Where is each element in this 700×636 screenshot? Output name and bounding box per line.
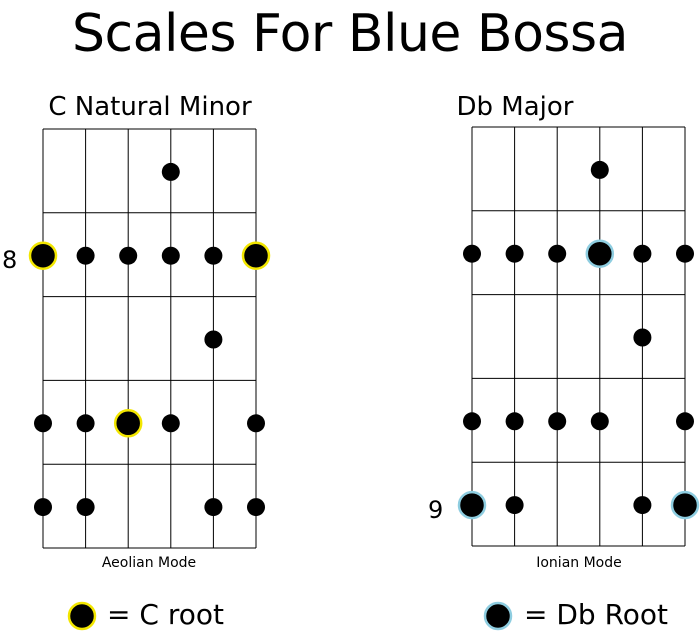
scale-note-dot	[590, 412, 609, 431]
scale-note-dot	[161, 162, 180, 181]
scale-note-dot	[505, 412, 524, 431]
scale-note-dot	[548, 412, 567, 431]
scale-note-dot	[119, 246, 138, 265]
scale-note-dot	[633, 244, 652, 263]
scale-note-dot	[161, 246, 180, 265]
scale-note-dot	[463, 412, 481, 431]
root-note-dot	[457, 490, 487, 520]
legend-c-root-label: = C root	[107, 598, 224, 631]
legend-root-marker	[67, 601, 97, 631]
scale-note-dot	[463, 244, 481, 263]
root-note-dot	[585, 239, 615, 268]
mode-label-aeolian: Aeolian Mode	[101, 555, 197, 571]
legend-db-root-label: = Db Root	[524, 598, 669, 631]
scale-note-dot	[204, 330, 223, 349]
fretboard-db-major	[457, 126, 700, 547]
fretboard-c-natural-minor	[28, 128, 271, 549]
root-note-dot	[670, 490, 700, 520]
fret-number-db-major: 9	[428, 496, 444, 524]
scale-note-dot	[76, 498, 95, 517]
root-note-dot	[28, 241, 58, 270]
legend-root-marker	[483, 601, 513, 631]
scale-note-dot	[676, 244, 694, 263]
scale-note-dot	[247, 498, 265, 517]
scale-note-dot	[676, 412, 694, 431]
scale-note-dot	[633, 496, 652, 515]
mode-label-ionian: Ionian Mode	[536, 555, 622, 571]
scale-note-dot	[34, 498, 52, 517]
scale-note-dot	[76, 414, 95, 433]
scale-note-dot	[247, 414, 265, 433]
scale-note-dot	[204, 246, 223, 265]
scale-note-dot	[161, 414, 180, 433]
scale-note-dot	[34, 414, 52, 433]
scale-note-dot	[505, 496, 524, 515]
root-note-dot	[113, 409, 143, 438]
scale-note-dot	[76, 246, 95, 265]
scale-note-dot	[505, 244, 524, 263]
diagram-title-db-major: Db Major	[456, 92, 574, 122]
diagram-title-c-natural-minor: C Natural Minor	[48, 92, 252, 122]
scale-note-dot	[633, 328, 652, 347]
scale-note-dot	[590, 160, 609, 179]
scale-note-dot	[204, 498, 223, 517]
root-note-dot	[241, 241, 271, 270]
page-title: Scales For Blue Bossa	[72, 4, 628, 64]
fret-number-c-natural-minor: 8	[2, 246, 18, 274]
legend-marks	[67, 601, 513, 631]
scale-note-dot	[548, 244, 567, 263]
